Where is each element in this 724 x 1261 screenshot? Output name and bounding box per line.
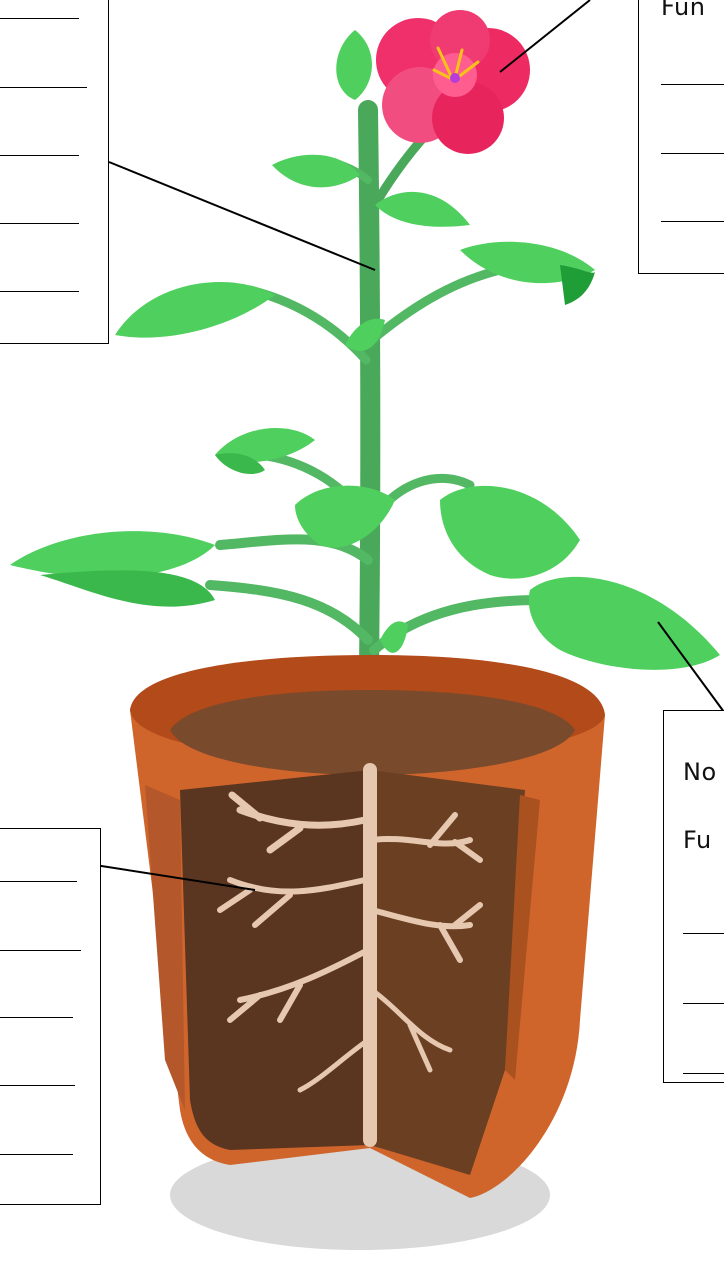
- answer-line: [0, 950, 81, 951]
- answer-line: [661, 221, 724, 222]
- answer-line: [661, 84, 724, 85]
- answer-line: [0, 1017, 73, 1018]
- answer-line: [0, 87, 87, 88]
- flower: [376, 10, 530, 154]
- answer-line: [0, 881, 77, 882]
- flower-label-box: Fun: [638, 0, 724, 274]
- answer-line: [0, 223, 79, 224]
- flower-function-label: Fun: [661, 0, 705, 21]
- leaf-name-label: No: [683, 758, 717, 786]
- leaf-label-box: No Fu: [663, 710, 724, 1083]
- stem-label-box: [0, 0, 109, 344]
- answer-line: [0, 291, 79, 292]
- answer-line: [0, 155, 79, 156]
- answer-line: [661, 153, 724, 154]
- root-label-box: [0, 828, 101, 1205]
- answer-line: [683, 1073, 724, 1074]
- answer-line: [0, 1085, 75, 1086]
- answer-line: [0, 1154, 73, 1155]
- leaf-function-label: Fu: [683, 826, 712, 854]
- answer-line: [683, 933, 724, 934]
- answer-line: [0, 18, 79, 19]
- answer-line: [683, 1003, 724, 1004]
